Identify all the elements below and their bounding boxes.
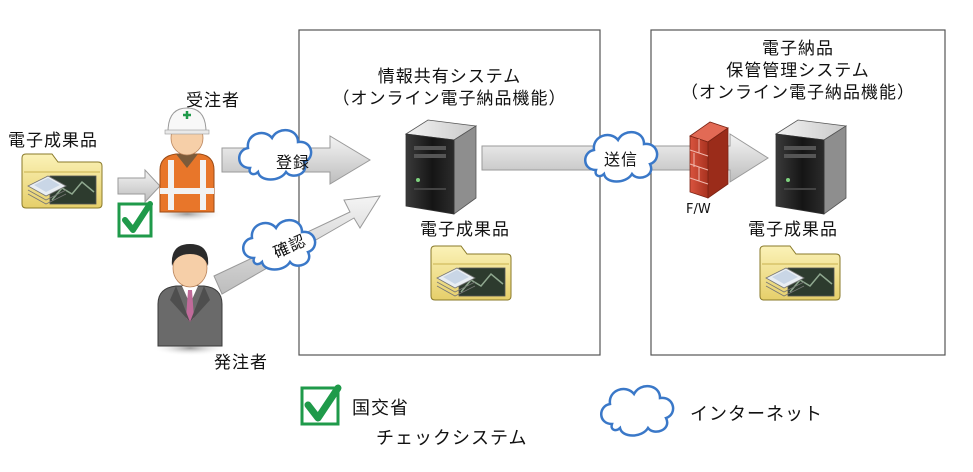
contractor-label: 受注者	[186, 91, 240, 111]
info-system-title: 情報共有システム （オンライン電子納品機能）	[299, 66, 600, 110]
client-person-icon	[152, 244, 228, 356]
left-deliverable-folder-icon	[21, 153, 103, 209]
storage-system-title: 電子納品 保管管理システム （オンライン電子納品機能）	[651, 38, 945, 104]
left-deliverable-label: 電子成果品	[8, 131, 98, 151]
info-system-deliverable-label: 電子成果品	[420, 220, 510, 240]
storage-system-title-line2: 保管管理システム	[726, 61, 870, 81]
legend-check-line1: 国交省	[352, 398, 409, 419]
info-system-folder-icon	[430, 245, 512, 301]
legend-internet-cloud-icon	[599, 384, 675, 437]
firewall-icon	[689, 121, 729, 199]
storage-system-folder-icon	[759, 245, 841, 301]
legend-internet-label: インターネット	[690, 404, 823, 425]
storage-system-title-line1: 電子納品	[762, 39, 834, 59]
info-system-title-line2: （オンライン電子納品機能）	[332, 89, 567, 109]
client-label: 発注者	[214, 353, 268, 373]
firewall-label: F/W	[686, 202, 711, 217]
storage-system-server-icon	[775, 119, 847, 215]
check-system-icon	[117, 201, 153, 238]
register-label: 登録	[276, 153, 311, 172]
submit-arrow	[117, 168, 161, 204]
info-system-server-icon	[405, 119, 477, 215]
legend-check-icon	[300, 384, 342, 426]
legend-check-line2: チェックシステム	[376, 428, 528, 449]
contractor-person-icon	[151, 107, 223, 222]
storage-system-title-line3: （オンライン電子納品機能）	[681, 83, 915, 103]
storage-system-deliverable-label: 電子成果品	[748, 220, 838, 240]
info-system-title-line1: 情報共有システム	[377, 67, 522, 87]
send-label: 送信	[604, 150, 639, 169]
